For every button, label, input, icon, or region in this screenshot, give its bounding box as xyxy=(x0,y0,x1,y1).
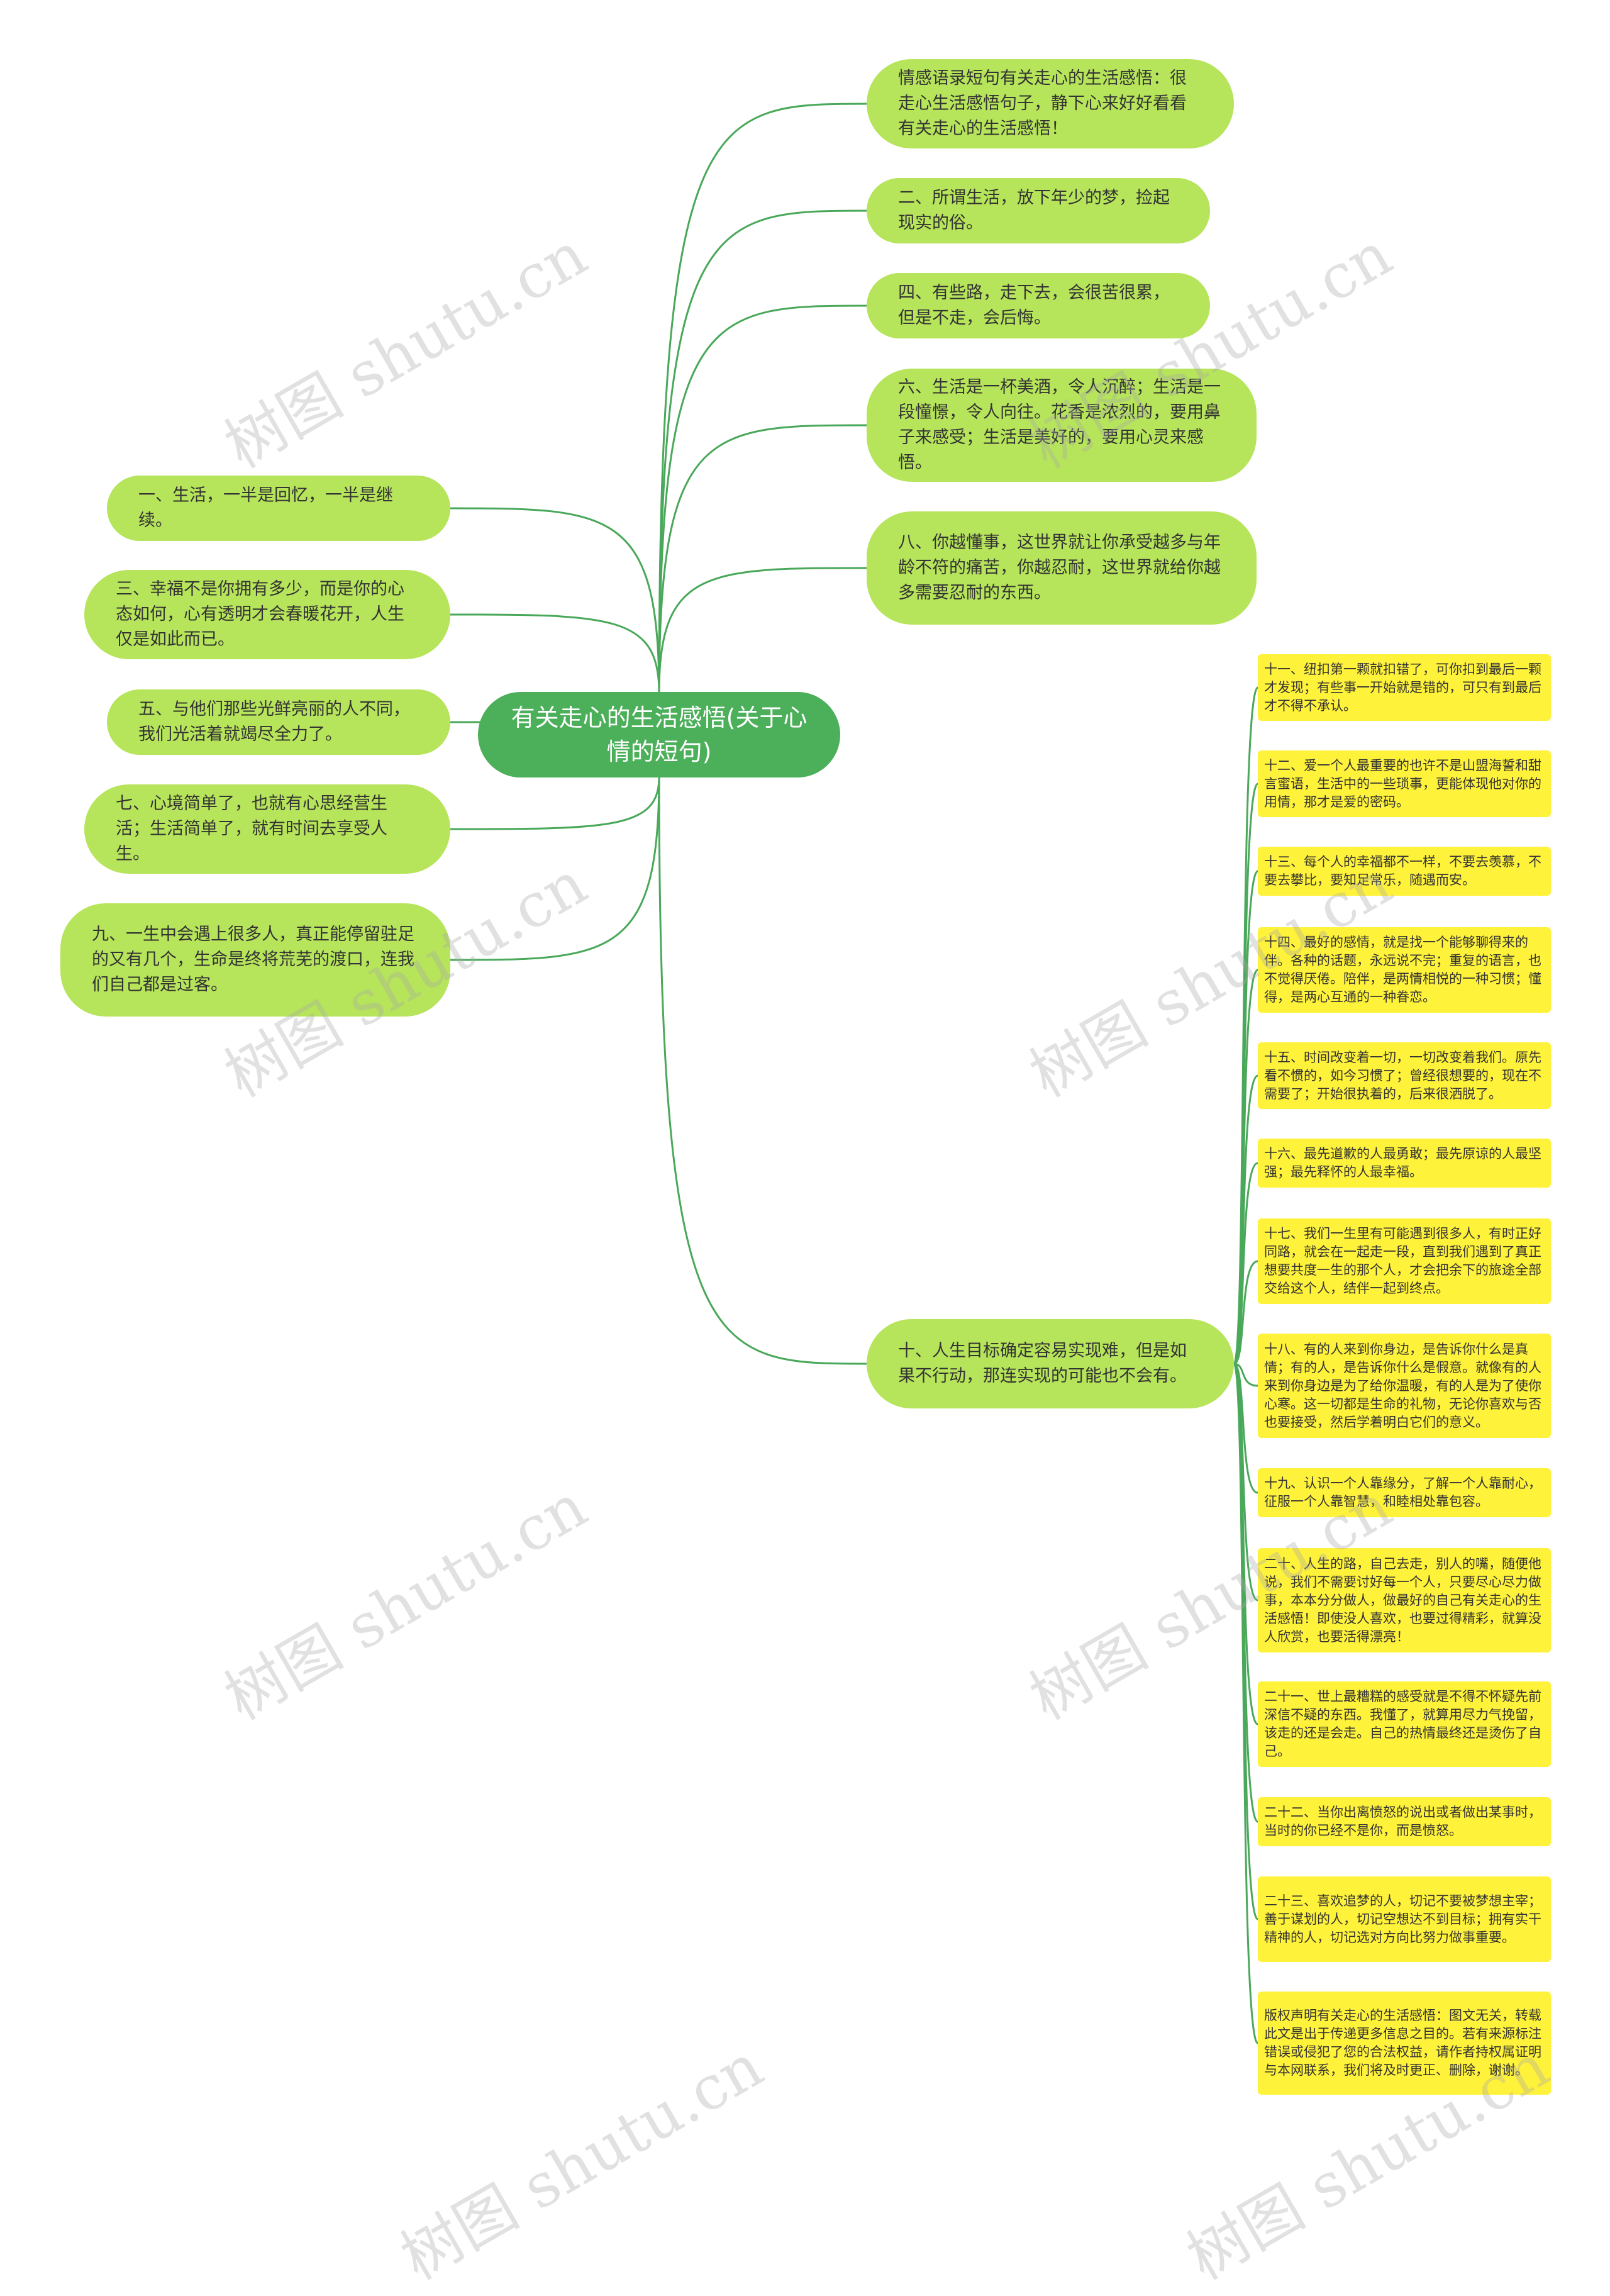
branch-node-r1[interactable]: 二、所谓生活，放下年少的梦，捡起现实的俗。 xyxy=(867,178,1210,243)
connector-lines xyxy=(450,103,1259,2044)
branch-node-l4[interactable]: 九、一生中会遇上很多人，真正能停留驻足的又有几个，生命是终将荒芜的渡口，连我们自… xyxy=(60,903,450,1017)
leaf-node-9[interactable]: 二十、人生的路，自己去走，别人的嘴，随便他说，我们不需要讨好每一个人，只要尽心尽… xyxy=(1258,1548,1551,1652)
branch-label: 八、你越懂事，这世界就让你承受越多与年龄不符的痛苦，你越忍耐，这世界就给你越多需… xyxy=(898,533,1221,603)
connector-line xyxy=(658,424,867,693)
branch-label: 六、生活是一杯美酒，令人沉醉；生活是一段憧憬，令人向往。花香是浓烈的，要用鼻子来… xyxy=(898,377,1221,472)
leaf-label: 二十、人生的路，自己去走，别人的嘴，随便他说，我们不需要讨好每一个人，只要尽心尽… xyxy=(1264,1556,1541,1644)
leaf-node-4[interactable]: 十五、时间改变着一切，一切改变着我们。原先看不惯的，如今习惯了；曾经很想要的，现… xyxy=(1258,1042,1551,1109)
connector-line xyxy=(658,103,867,693)
branch-node-r3[interactable]: 六、生活是一杯美酒，令人沉醉；生活是一段憧憬，令人向往。花香是浓烈的，要用鼻子来… xyxy=(867,369,1257,482)
leaf-label: 十三、每个人的幸福都不一样，不要去羡慕，不要去攀比，要知足常乐，随遇而安。 xyxy=(1264,854,1541,888)
leaf-label: 版权声明有关走心的生活感悟：图文无关，转载此文是出于传递更多信息之目的。若有来源… xyxy=(1264,2008,1541,2078)
branch-node-r0[interactable]: 情感语录短句有关走心的生活感悟：很走心生活感悟句子，静下心来好好看看有关走心的生… xyxy=(867,59,1234,148)
leaf-node-11[interactable]: 二十二、当你出离愤怒的说出或者做出某事时，当时的你已经不是你，而是愤怒。 xyxy=(1258,1797,1551,1846)
root-label: 有关走心的生活感悟(关于心情的短句) xyxy=(511,704,808,766)
leaf-node-2[interactable]: 十三、每个人的幸福都不一样，不要去羡慕，不要去攀比，要知足常乐，随遇而安。 xyxy=(1258,847,1551,896)
leaf-label: 十九、认识一个人靠缘分，了解一个人靠耐心，征服一个人靠智慧，和睦相处靠包容。 xyxy=(1264,1476,1541,1509)
connector-line xyxy=(658,304,867,693)
connector-line xyxy=(450,507,660,693)
connector-line xyxy=(450,613,660,693)
leaf-node-12[interactable]: 二十三、喜欢追梦的人，切记不要被梦想主宰；善于谋划的人，切记空想达不到目标；拥有… xyxy=(1258,1876,1551,1962)
branch-label: 三、幸福不是你拥有多少，而是你的心态如何，心有透明才会春暖花开，人生仅是如此而已… xyxy=(116,579,404,649)
connector-line xyxy=(1233,1363,1259,2044)
leaf-node-13[interactable]: 版权声明有关走心的生活感悟：图文无关，转载此文是出于传递更多信息之目的。若有来源… xyxy=(1258,1992,1551,2095)
leaf-label: 十八、有的人来到你身边，是告诉你什么是真情；有的人，是告诉你什么是假意。就像有的… xyxy=(1264,1341,1541,1430)
branch-node-r2[interactable]: 四、有些路，走下去，会很苦很累，但是不走，会后悔。 xyxy=(867,273,1210,338)
leaf-node-10[interactable]: 二十一、世上最糟糕的感受就是不得不怀疑先前深信不疑的东西。我懂了，就算用尽力气挽… xyxy=(1258,1681,1551,1767)
connector-line xyxy=(450,777,660,830)
branch-node-r4[interactable]: 八、你越懂事，这世界就让你承受越多与年龄不符的痛苦，你越忍耐，这世界就给你越多需… xyxy=(867,511,1257,625)
connector-line xyxy=(658,567,867,693)
branch-label: 十、人生目标确定容易实现难，但是如果不行动，那连实现的可能也不会有。 xyxy=(898,1341,1187,1386)
leaf-label: 十七、我们一生里有可能遇到很多人，有时正好同路，就会在一起走一段，直到我们遇到了… xyxy=(1264,1226,1541,1296)
leaf-label: 十五、时间改变着一切，一切改变着我们。原先看不惯的，如今习惯了；曾经很想要的，现… xyxy=(1264,1049,1541,1101)
leaf-node-1[interactable]: 十二、爱一个人最重要的也许不是山盟海誓和甜言蜜语，生活中的一些琐事，更能体现他对… xyxy=(1258,750,1551,817)
leaf-label: 十二、爱一个人最重要的也许不是山盟海誓和甜言蜜语，生活中的一些琐事，更能体现他对… xyxy=(1264,757,1541,810)
leaf-label: 二十三、喜欢追梦的人，切记不要被梦想主宰；善于谋划的人，切记空想达不到目标；拥有… xyxy=(1264,1893,1541,1945)
branch-label: 一、生活，一半是回忆，一半是继续。 xyxy=(138,486,393,530)
connector-line xyxy=(1233,1363,1258,1387)
branch-label: 九、一生中会遇上很多人，真正能停留驻足的又有几个，生命是终将荒芜的渡口，连我们自… xyxy=(92,925,414,995)
leaf-label: 二十二、当你出离愤怒的说出或者做出某事时，当时的你已经不是你，而是愤怒。 xyxy=(1264,1805,1541,1838)
leaf-label: 十四、最好的感情，就是找一个能够聊得来的伴。各种的话题，永远说不完；重复的语言，… xyxy=(1264,935,1541,1005)
branch-node-l0[interactable]: 一、生活，一半是回忆，一半是继续。 xyxy=(107,476,450,541)
leaf-node-0[interactable]: 十一、纽扣第一颗就扣错了，可你扣到最后一颗才发现；有些事一开始就是错的，可只有到… xyxy=(1258,654,1551,721)
connector-line xyxy=(658,209,867,693)
branch-node-r5[interactable]: 十、人生目标确定容易实现难，但是如果不行动，那连实现的可能也不会有。 xyxy=(867,1319,1234,1408)
connector-line xyxy=(1233,1260,1258,1365)
branch-node-l1[interactable]: 三、幸福不是你拥有多少，而是你的心态如何，心有透明才会春暖花开，人生仅是如此而已… xyxy=(84,570,450,659)
branch-node-l3[interactable]: 七、心境简单了，也就有心思经营生活；生活简单了，就有时间去享受人生。 xyxy=(84,784,450,874)
root-topic[interactable]: 有关走心的生活感悟(关于心情的短句) xyxy=(478,692,840,777)
branch-node-l2[interactable]: 五、与他们那些光鲜亮丽的人不同，我们光活着就竭尽全力了。 xyxy=(107,689,450,755)
leaf-node-3[interactable]: 十四、最好的感情，就是找一个能够聊得来的伴。各种的话题，永远说不完；重复的语言，… xyxy=(1258,927,1551,1013)
branch-label: 情感语录短句有关走心的生活感悟：很走心生活感悟句子，静下心来好好看看有关走心的生… xyxy=(898,69,1187,138)
connector-line xyxy=(450,777,660,961)
leaf-label: 十六、最先道歉的人最勇敢；最先原谅的人最坚强；最先释怀的人最幸福。 xyxy=(1264,1146,1541,1179)
branch-label: 四、有些路，走下去，会很苦很累，但是不走，会后悔。 xyxy=(898,283,1170,328)
connector-line xyxy=(1233,1162,1258,1365)
branch-label: 五、与他们那些光鲜亮丽的人不同，我们光活着就竭尽全力了。 xyxy=(138,699,410,744)
connector-line xyxy=(658,777,867,1365)
branch-label: 七、心境简单了，也就有心思经营生活；生活简单了，就有时间去享受人生。 xyxy=(116,794,387,864)
branch-label: 二、所谓生活，放下年少的梦，捡起现实的俗。 xyxy=(898,188,1170,233)
leaf-label: 二十一、世上最糟糕的感受就是不得不怀疑先前深信不疑的东西。我懂了，就算用尽力气挽… xyxy=(1264,1689,1541,1759)
leaf-node-7[interactable]: 十八、有的人来到你身边，是告诉你什么是真情；有的人，是告诉你什么是假意。就像有的… xyxy=(1258,1334,1551,1438)
leaf-node-6[interactable]: 十七、我们一生里有可能遇到很多人，有时正好同路，就会在一起走一段，直到我们遇到了… xyxy=(1258,1218,1551,1304)
leaf-label: 十一、纽扣第一颗就扣错了，可你扣到最后一颗才发现；有些事一开始就是错的，可只有到… xyxy=(1264,661,1541,713)
leaf-node-5[interactable]: 十六、最先道歉的人最勇敢；最先原谅的人最坚强；最先释怀的人最幸福。 xyxy=(1258,1139,1551,1188)
leaf-node-8[interactable]: 十九、认识一个人靠缘分，了解一个人靠耐心，征服一个人靠智慧，和睦相处靠包容。 xyxy=(1258,1468,1551,1517)
